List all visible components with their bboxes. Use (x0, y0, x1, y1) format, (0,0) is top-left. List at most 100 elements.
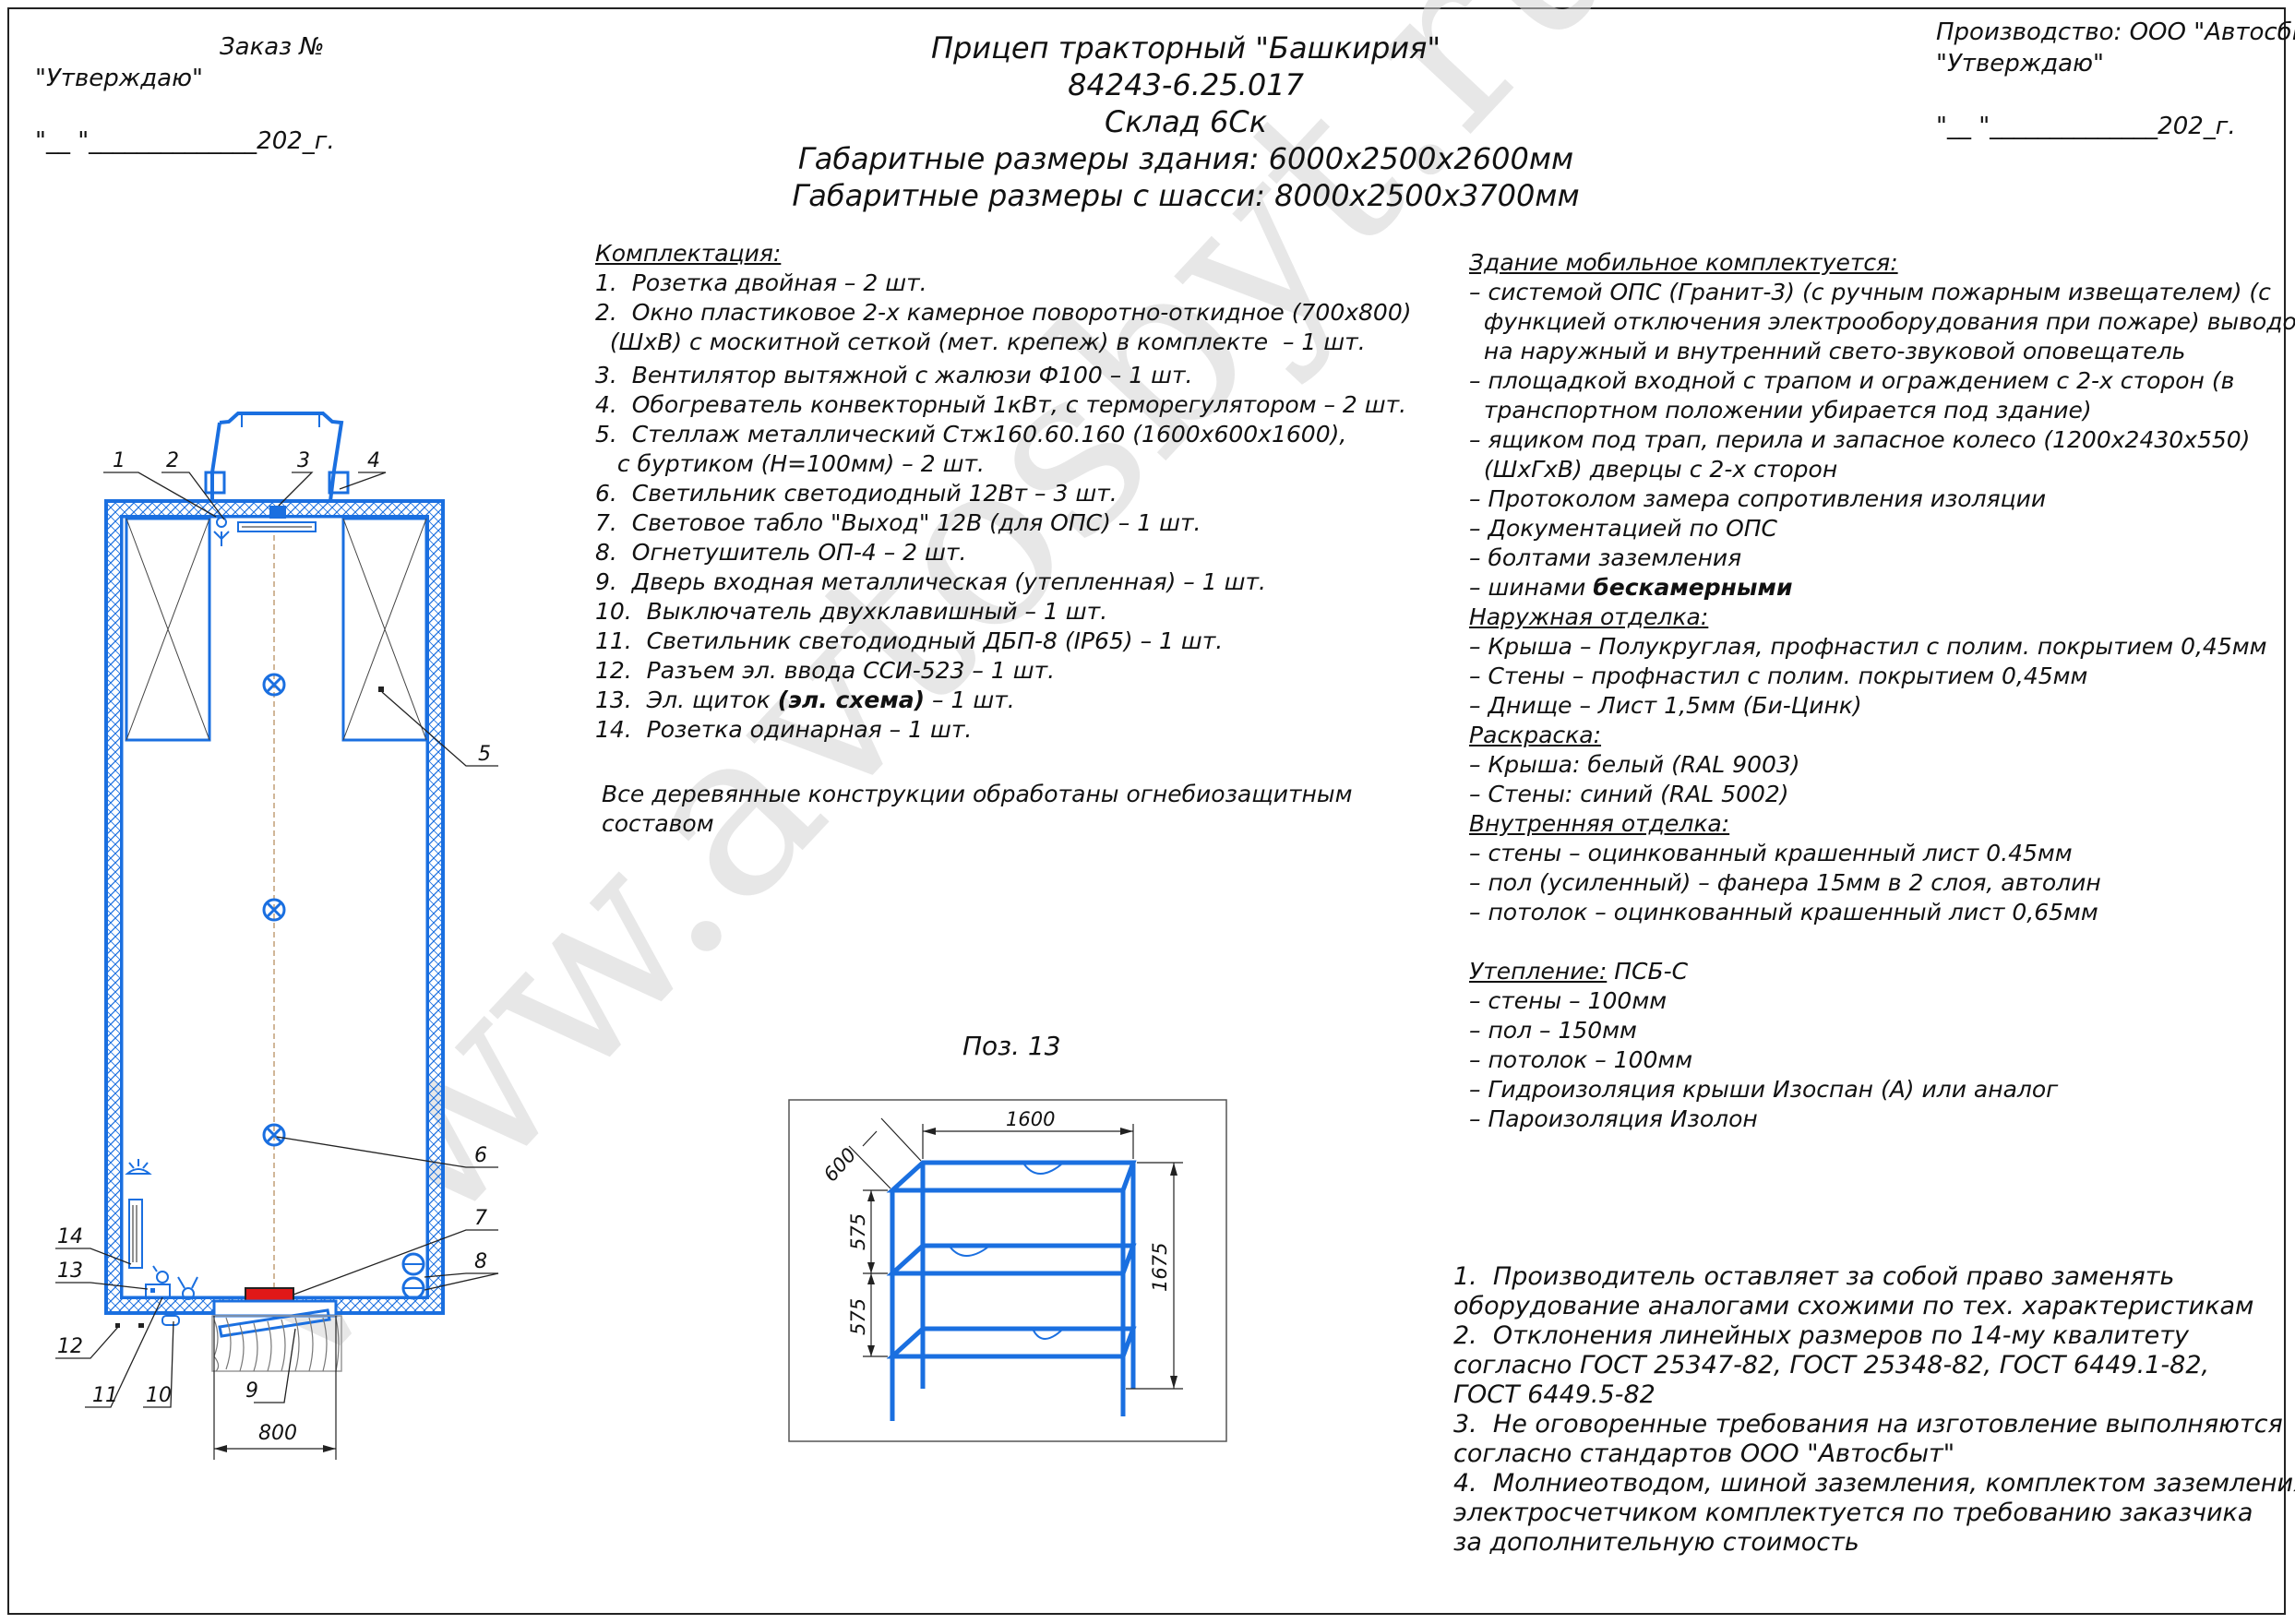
callout-number: 9 (245, 1379, 258, 1403)
approve-right: "Утверждаю" (1936, 50, 2104, 78)
manufacturer: Производство: ООО "Автосбыт" (1936, 18, 2295, 46)
shelf-label: Поз. 13 (962, 1031, 1061, 1061)
inner-heading: Внутренняя отделка: (1469, 810, 1730, 837)
title-line-2: 84243-6.25.017 (1068, 67, 1304, 102)
equipment-item: 12. Разъем эл. ввода ССИ-523 – 1 шт. (595, 657, 1056, 684)
alarm-icon (125, 1159, 152, 1175)
date-right: "__ "______________202_г. (1936, 113, 2236, 140)
note-line: 1. Производитель оставляет за собой прав… (1453, 1262, 2175, 1291)
drawing-frame (7, 7, 2286, 1615)
callout-number: 6 (474, 1144, 487, 1167)
building-line: – ящиком под трап, перила и запасное кол… (1469, 426, 2251, 453)
equipment-item: 4. Обогреватель конвекторный 1кВт, с тер… (595, 391, 1407, 418)
socket-icon (152, 1265, 169, 1284)
building-line: – площадкой входной с трапом и ограждени… (1469, 367, 2235, 394)
panel-icon (145, 1284, 171, 1298)
inner-line: – стены – оцинкованный крашенный лист 0.… (1469, 840, 2073, 866)
extinguisher-icon (401, 1252, 425, 1276)
callout-numbers: 1 2 3 4 5 6 7 8 9 10 11 12 13 14 800 (57, 449, 491, 1445)
callout-number: 5 (478, 743, 491, 766)
equipment-item: 1. Розетка двойная – 2 шт. (595, 269, 927, 296)
equipment-item-13: 13. Эл. щиток (эл. схема) – 1 шт. (595, 687, 1015, 713)
title-line-5: Габаритные размеры с шасси: 8000х2500х37… (792, 178, 1580, 213)
note-line: 2. Отклонения линейных размеров по 14-му… (1453, 1321, 2190, 1350)
building-line: (ШхГхВ) дверцы с 2-х сторон (1469, 456, 1838, 483)
building-line: – Документацией по ОПС (1469, 515, 1777, 542)
insulation-line: – Гидроизоляция крыши Изоспан (А) или ан… (1469, 1076, 2059, 1103)
date-left: "__ "______________202_г. (35, 127, 335, 155)
equipment-item: 8. Огнетушитель ОП-4 – 2 шт. (595, 539, 967, 566)
note-line: 3. Не оговоренные требования на изготовл… (1453, 1410, 2283, 1439)
insulation-line: – пол – 150мм (1469, 1017, 1637, 1044)
door-dimension-label: 800 (258, 1422, 297, 1445)
title-line-4: Габаритные размеры здания: 6000х2500х260… (797, 141, 1574, 176)
equipment-item: 5. Стеллаж металлический Стж160.60.160 (… (595, 421, 1347, 448)
equipment-item: 2. Окно пластиковое 2-х камерное поворот… (595, 299, 1412, 326)
equipment-item: 6. Светильник светодиодный 12Вт – 3 шт. (595, 480, 1118, 507)
extinguisher-icon (401, 1276, 425, 1300)
paint-line: – Стены: синий (RAL 5002) (1469, 781, 1789, 807)
equipment-item: 3. Вентилятор вытяжной с жалюзи Ф100 – 1… (595, 362, 1193, 388)
connector-icon (161, 1315, 180, 1326)
fan-icon (269, 506, 286, 519)
equipment-heading: Комплектация: (595, 240, 782, 267)
inner-line: – пол (усиленный) – фанера 15мм в 2 слоя… (1469, 869, 2101, 896)
insulation-heading: Утепление: ПСБ-С (1469, 958, 1689, 985)
insulation-line: – потолок – 100мм (1469, 1046, 1693, 1073)
note-line: за дополнительную стоимость (1453, 1528, 1859, 1557)
exit-sign (245, 1287, 294, 1302)
building-line: транспортном положении убирается под зда… (1469, 397, 2092, 424)
equipment-item: 10. Выключатель двухклавишный – 1 шт. (595, 598, 1108, 625)
equipment-item: 9. Дверь входная металлическая (утепленн… (595, 568, 1266, 595)
electric-scheme-link[interactable]: (эл. схема) (777, 687, 926, 713)
note-line: 4. Молниеотводом, шиной заземления, комп… (1453, 1469, 2295, 1498)
outer-heading: Наружная отделка: (1469, 603, 1709, 630)
window-top (237, 521, 317, 532)
callout-number: 12 (57, 1335, 83, 1358)
building-line: на наружный и внутренний свето-звуковой … (1469, 338, 2186, 364)
callout-number: 8 (474, 1250, 487, 1273)
paint-heading: Раскраска: (1469, 722, 1602, 748)
switch-icon (177, 1276, 198, 1300)
building-tires: – шинами бескамерными (1469, 574, 1793, 601)
light-icon (262, 673, 286, 697)
callout-number: 3 (297, 449, 310, 472)
heater-icon (128, 1199, 143, 1269)
order-number: Заказ № (220, 33, 325, 61)
socket-icon (216, 517, 227, 528)
paint-line: – Крыша: белый (RAL 9003) (1469, 751, 1800, 778)
door-dimension (213, 1316, 337, 1460)
equipment-item: 14. Розетка одинарная – 1 шт. (595, 716, 973, 743)
title-line-1: Прицеп тракторный "Башкирия" (930, 30, 1441, 66)
equipment-item: 7. Световое табло "Выход" 12В (для ОПС) … (595, 509, 1201, 536)
note-line: согласно ГОСТ 25347-82, ГОСТ 25348-82, Г… (1453, 1351, 2210, 1379)
note-line: ГОСТ 6449.5-82 (1453, 1380, 1656, 1409)
outer-line: – Днище – Лист 1,5мм (Би-Цинк) (1469, 692, 1862, 719)
callout-number: 14 (57, 1225, 83, 1248)
building-line: – системой ОПС (Гранит-3) (с ручным пожа… (1469, 279, 2271, 305)
equipment-item: 11. Светильник светодиодный ДБП-8 (IP65)… (595, 627, 1224, 654)
building-heading: Здание мобильное комплектуется: (1469, 249, 1898, 276)
equipment-note: составом (602, 810, 714, 837)
light-icon (262, 898, 286, 922)
callout-number: 13 (57, 1260, 83, 1283)
equipment-item: с буртиком (Н=100мм) – 2 шт. (595, 450, 985, 477)
callout-number: 1 (113, 449, 126, 472)
insulation-line: – Пароизоляция Изолон (1469, 1105, 1758, 1132)
building-line: – Протоколом замера сопротивления изоляц… (1469, 485, 2047, 512)
outer-line: – Крыша – Полукруглая, профнастил с поли… (1469, 633, 2267, 660)
callout-number: 2 (166, 449, 179, 472)
shelf-right (341, 517, 428, 742)
light-icon (262, 1123, 286, 1147)
inner-line: – потолок – оцинкованный крашенный лист … (1469, 899, 2098, 925)
insulation-line: – стены – 100мм (1469, 987, 1667, 1014)
shelf-left (125, 517, 211, 742)
title-line-3: Склад 6Ск (1104, 104, 1268, 139)
building-line: функцией отключения электрооборудования … (1469, 308, 2295, 335)
callout-number: 11 (92, 1384, 118, 1407)
equipment-note: Все деревянные конструкции обработаны ог… (602, 781, 1353, 807)
note-line: согласно стандартов ООО "Автосбыт" (1453, 1439, 1955, 1468)
callout-number: 7 (474, 1207, 487, 1230)
entrance-door (211, 1299, 342, 1372)
